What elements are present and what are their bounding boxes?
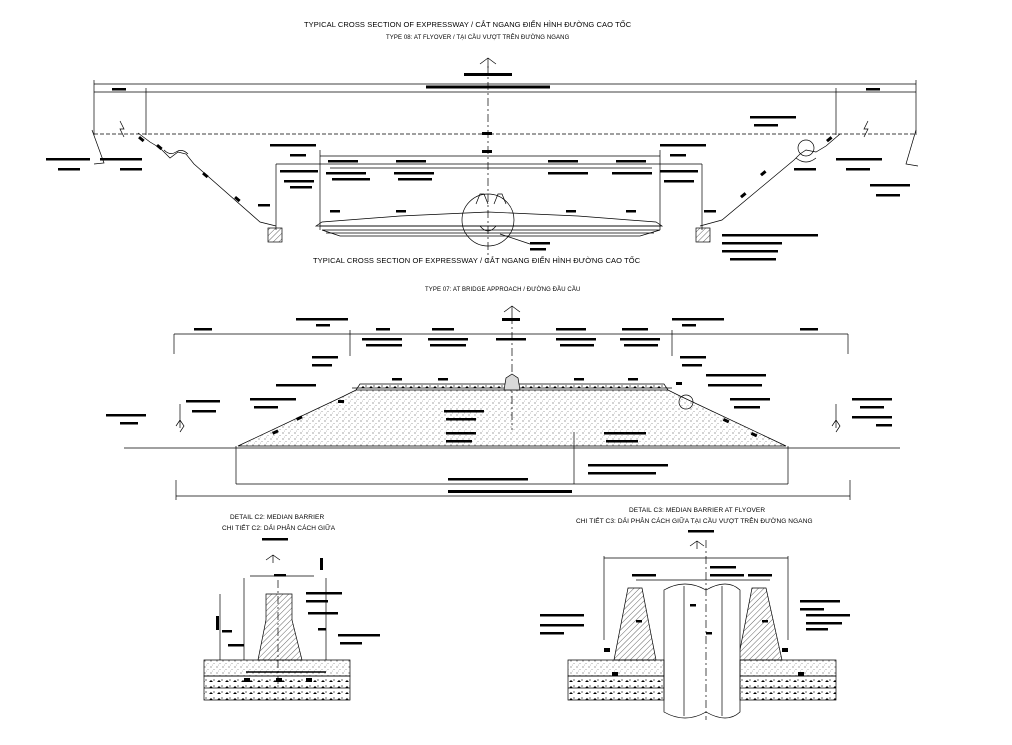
detail-c2-title-vi: CHI TIẾT C2: DẢI PHÂN CÁCH GIỮA xyxy=(222,525,336,532)
section1-subtitle: TYPE 08: AT FLYOVER / TẠI CẦU VƯỢT TRÊN … xyxy=(386,35,570,41)
section2-subtitle: TYPE 07: AT BRIDGE APPROACH / ĐƯỜNG ĐẦU … xyxy=(425,287,581,293)
section1-drawing xyxy=(46,57,919,262)
section1-title: TYPICAL CROSS SECTION OF EXPRESSWAY / CẮ… xyxy=(304,20,632,29)
detail-c3-title-vi: CHI TIẾT C3: DẢI PHÂN CÁCH GIỮA TẠI CẦU … xyxy=(576,518,813,525)
section2-title: TYPICAL CROSS SECTION OF EXPRESSWAY / CẮ… xyxy=(313,256,641,265)
detail-c3-title-en: DETAIL C3: MEDIAN BARRIER AT FLYOVER xyxy=(629,507,766,514)
detail-c2-title-en: DETAIL C2: MEDIAN BARRIER xyxy=(230,514,325,521)
detail-c2-drawing xyxy=(203,538,380,701)
detail-c3-drawing xyxy=(540,530,850,720)
section2-drawing xyxy=(106,305,900,500)
